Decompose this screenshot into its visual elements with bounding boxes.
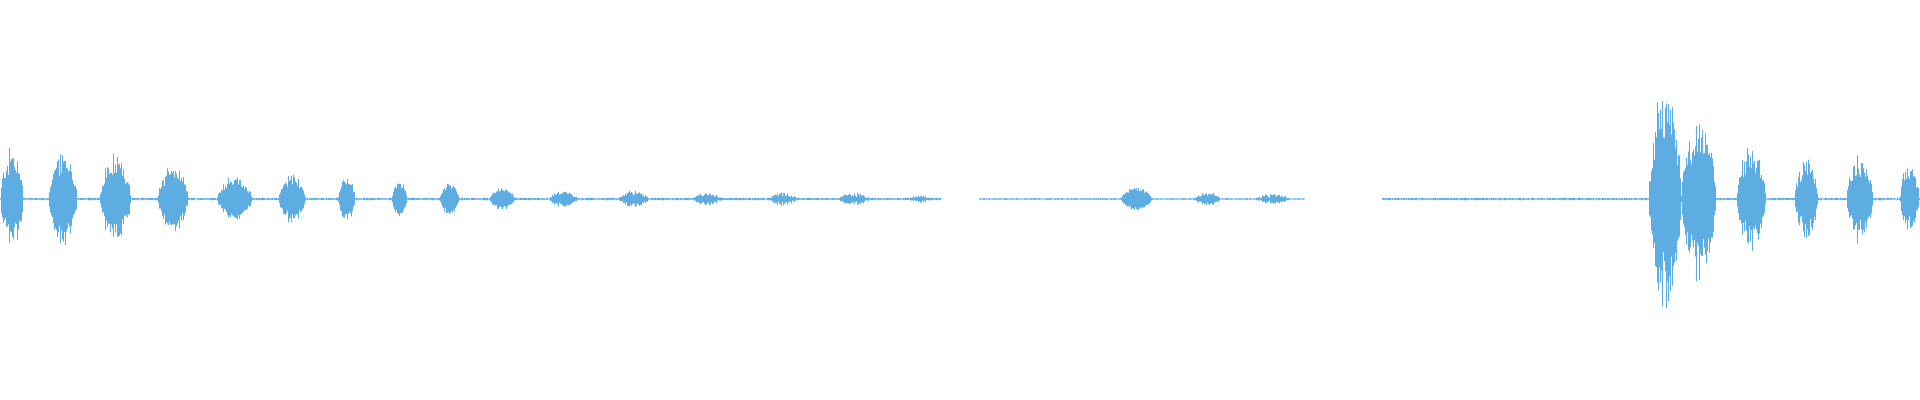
waveform-samples <box>0 101 1920 308</box>
waveform-path <box>0 101 1920 308</box>
